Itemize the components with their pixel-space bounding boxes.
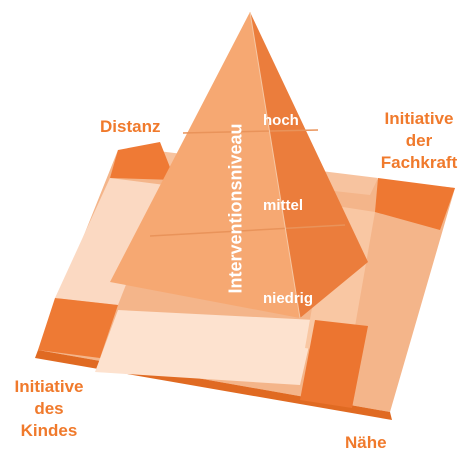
label-naehe-text: Nähe bbox=[345, 433, 387, 452]
label-distanz-text: Distanz bbox=[100, 117, 161, 136]
label-naehe: Nähe bbox=[345, 432, 387, 454]
pyramid-edge-front bbox=[249, 11, 301, 319]
label-initiative-kindes-line-1: Initiative bbox=[14, 377, 84, 396]
block-bottom bbox=[95, 310, 315, 385]
level-hoch: hoch bbox=[263, 112, 299, 129]
block-left bbox=[55, 178, 165, 305]
label-initiative-fachkraft-line-3: Fachkraft bbox=[380, 153, 458, 172]
corner-block-top-left bbox=[110, 142, 175, 180]
axis-label-interventionsniveau: Interventionsniveau bbox=[225, 123, 246, 294]
label-initiative-fachkraft-line-2: der bbox=[405, 131, 433, 150]
pyramid-seam-lower bbox=[149, 224, 346, 237]
label-initiative-fachkraft: Initiative der Fachkraft bbox=[374, 108, 464, 174]
pyramid-face-left bbox=[110, 12, 300, 318]
corner-block-bottom-left bbox=[38, 298, 118, 358]
pyramid-face-right bbox=[250, 12, 368, 318]
corner-block-top-right bbox=[375, 178, 455, 230]
label-initiative-kindes: Initiative des Kindes bbox=[4, 376, 94, 442]
label-initiative-fachkraft-line-1: Initiative bbox=[384, 109, 454, 128]
corner-block-bottom-right bbox=[300, 320, 368, 408]
label-initiative-kindes-line-3: Kindes bbox=[20, 421, 78, 440]
pyramid-seam-upper bbox=[182, 129, 319, 134]
level-niedrig: niedrig bbox=[263, 290, 314, 307]
label-distanz: Distanz bbox=[100, 116, 160, 138]
level-mittel: mittel bbox=[263, 197, 304, 214]
label-initiative-kindes-line-2: des bbox=[34, 399, 64, 418]
